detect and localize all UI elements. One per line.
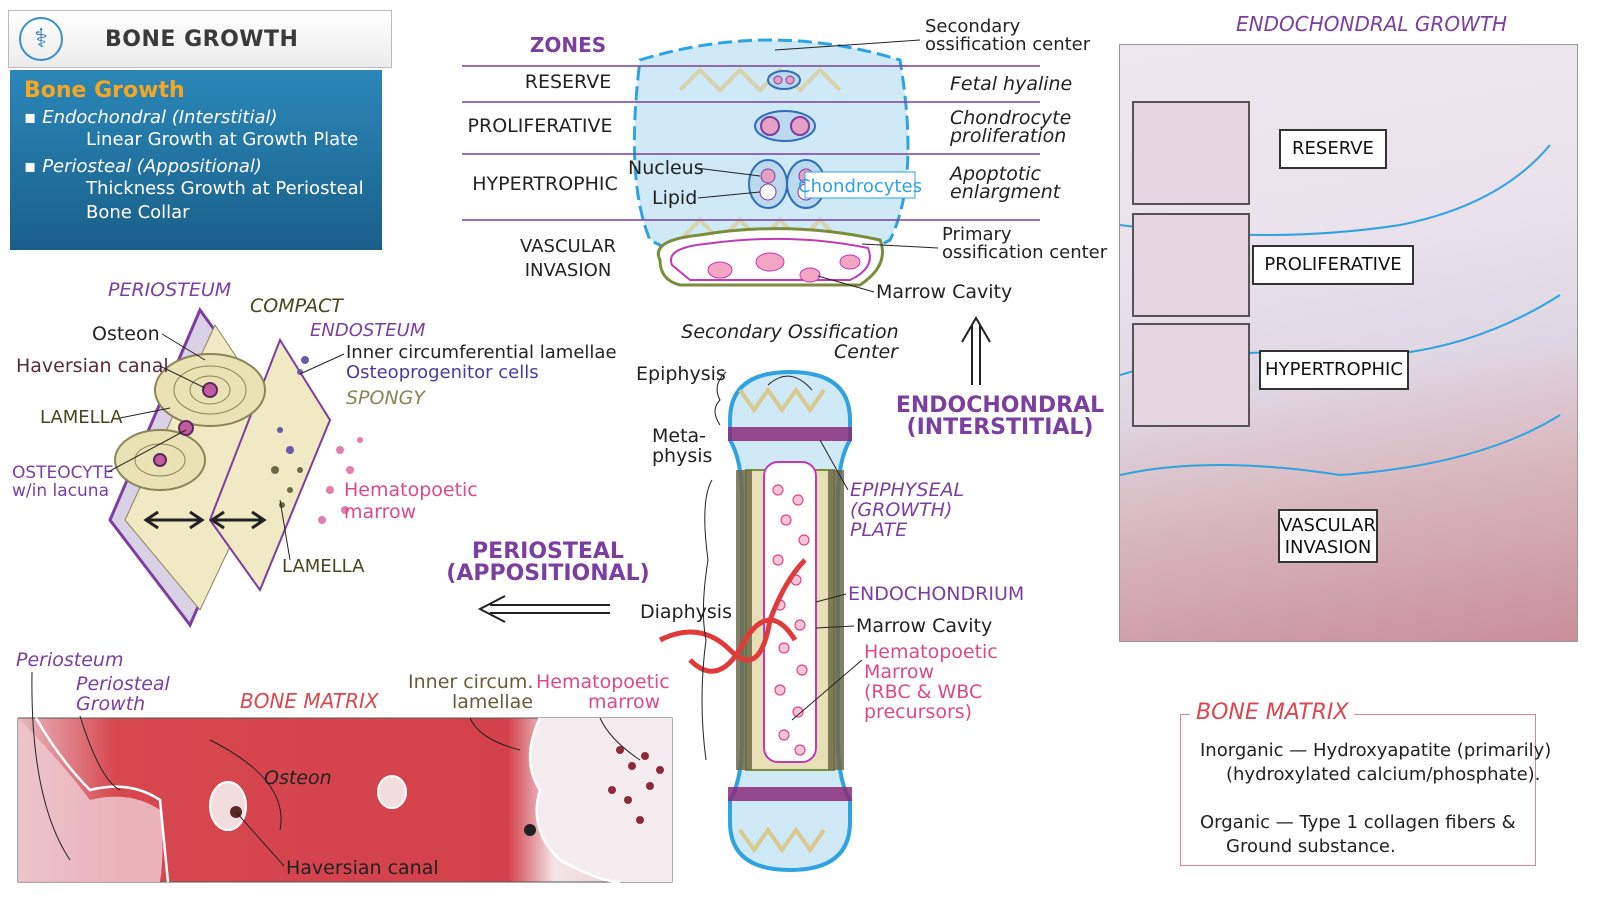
histo-inner-circum: Inner circum. [408,671,533,693]
histo-haversian: Haversian canal [286,857,439,879]
label-nucleus: Nucleus [628,157,704,179]
periosteal-label: (APPOSITIONAL) [446,561,649,586]
label-metaphysis: Meta- [652,425,706,447]
label-secondary: Secondary [925,16,1021,37]
label-lamella-2: LAMELLA [282,556,365,577]
label-osteocyte: OSTEOCYTE [12,463,114,483]
bone-matrix-title: BONE MATRIX [1190,700,1355,725]
label-fetal-hyaline: Fetal hyaline [950,73,1072,95]
zone-label-hypertrophic: HYPERTROPHIC [1259,350,1409,390]
summary-item-detail: Bone Collar [86,202,190,223]
label-center: Center [834,341,899,363]
bone-matrix-line: (hydroxylated calcium/phosphate). [1226,764,1541,785]
caduceus-icon: ⚕ [19,17,63,61]
label-periosteum: PERIOSTEUM [108,279,231,301]
label-chondrocytes: Chondrocytes [798,176,922,197]
label-haversian: Haversian canal [16,355,169,377]
label-lamella: LAMELLA [40,407,123,428]
label-chondrocyte: Chondrocyte [950,107,1071,129]
histo-lamellae: lamellae [452,691,533,713]
label-enlargment: enlargment [950,181,1062,203]
label-marrow-cavity: Marrow Cavity [876,281,1012,303]
label-inner-lamellae: Inner circumferential lamellae [346,342,617,363]
label-ossification: ossification center [925,34,1091,55]
periosteal-arrow: PERIOSTEAL (APPOSITIONAL) [446,539,650,623]
zone-hypertrophic: HYPERTROPHIC [472,173,618,195]
histo-bone-matrix: BONE MATRIX [240,689,380,713]
label-osteon: Osteon [92,323,160,345]
inset-hypertrophic [1132,323,1250,427]
label-metaphysis-2: physis [652,445,712,467]
inset-reserve [1132,101,1250,205]
histo-osteon: Osteon [264,767,332,789]
bone-matrix-line: Inorganic — Hydroxyapatite (primarily) [1200,740,1552,761]
histo-growth: Growth [76,693,145,715]
label-lacuna: w/in lacuna [12,481,109,501]
label-rbc-wbc: (RBC & WBC [864,681,982,703]
endochondral-arrow: ENDOCHONDRAL (INTERSTITIAL) [896,316,1104,440]
label-hematopoetic: Hematopoetic [864,641,998,663]
periosteal-label: PERIOSTEAL [472,539,624,564]
label-growth: (GROWTH) [850,499,952,521]
summary-item-title: Endochondral (Interstitial) [24,107,368,128]
label-epiphyseal: EPIPHYSEAL [850,479,964,501]
zone-vascular: VASCULAR [520,236,616,257]
bone-matrix-line: Ground substance. [1226,836,1396,857]
label-osteoprogenitor: Osteoprogenitor cells [346,362,539,383]
page-title: BONE GROWTH [105,27,299,52]
label-endochondrium: ENDOCHONDRIUM [848,583,1024,605]
zone-label-vascular: VASCULAR [1280,515,1376,536]
zone-reserve: RESERVE [525,71,611,93]
endochondral-histology: RESERVE PROLIFERATIVE HYPERTROPHIC VASCU… [1119,44,1578,642]
endochondral-label: (INTERSTITIAL) [907,415,1094,440]
label-lipid: Lipid [652,187,697,209]
histo-hematopoetic: Hematopoetic [536,671,670,693]
label-ossification-center: ossification center [942,242,1108,263]
zone-label-invasion: INVASION [1284,537,1372,558]
histology-strip: Periosteum Periosteal Growth BONE MATRIX… [16,649,673,884]
summary-item-detail: Thickness Growth at Periosteal [86,178,364,199]
compact-bone-diagram: PERIOSTEUM COMPACT Osteon ENDOSTEUM Have… [12,279,617,628]
label-marrow-cavity-2: Marrow Cavity [856,615,992,637]
endochondral-label: ENDOCHONDRAL [896,393,1104,418]
label-marrow-2: marrow [344,501,416,523]
label-hematopoetic-marrow: Hematopoetic [344,479,478,501]
histo-periosteum: Periosteum [16,649,123,671]
label-epiphysis: Epiphysis [636,363,726,385]
header-bar: ⚕ BONE GROWTH [8,10,392,68]
zone-invasion: INVASION [525,260,612,281]
inset-proliferative [1132,213,1250,317]
histo-periosteal: Periosteal [76,673,171,695]
label-precursors: precursors) [864,701,972,723]
endochondral-panel-title: ENDOCHONDRAL GROWTH [1236,12,1508,36]
summary-box: Bone Growth Endochondral (Interstitial) … [10,70,382,250]
bone-matrix-box [1180,714,1536,866]
zone-label-reserve: RESERVE [1279,129,1387,169]
label-spongy: SPONGY [346,387,426,409]
summary-item-title: Periosteal (Appositional) [24,156,368,177]
histo-marrow: marrow [588,691,660,713]
zone-proliferative: PROLIFERATIVE [468,115,613,137]
bone-matrix-line: Organic — Type 1 collagen fibers & [1200,812,1516,833]
label-secondary-ossification: Secondary Ossification [681,321,898,343]
long-bone-diagram: Secondary Ossification Center Epiphysis … [636,321,1024,873]
label-diaphysis: Diaphysis [640,601,732,623]
zones-header: ZONES [530,33,606,57]
zone-label-vascular-invasion: VASCULAR INVASION [1278,509,1378,563]
label-endosteum: ENDOSTEUM [310,320,426,341]
zone-label-proliferative: PROLIFERATIVE [1252,245,1414,285]
label-compact: COMPACT [250,295,344,317]
label-proliferation: proliferation [949,125,1066,147]
summary-heading: Bone Growth [24,78,185,103]
label-primary: Primary [942,224,1012,245]
label-plate: PLATE [850,519,907,541]
label-marrow: Marrow [864,661,934,683]
label-apoptotic: Apoptotic [948,163,1042,185]
summary-item-detail: Linear Growth at Growth Plate [86,129,359,150]
zones-diagram: ZONES RESERVE PROLIFERATIVE HYPERTROPHIC… [462,16,1108,303]
